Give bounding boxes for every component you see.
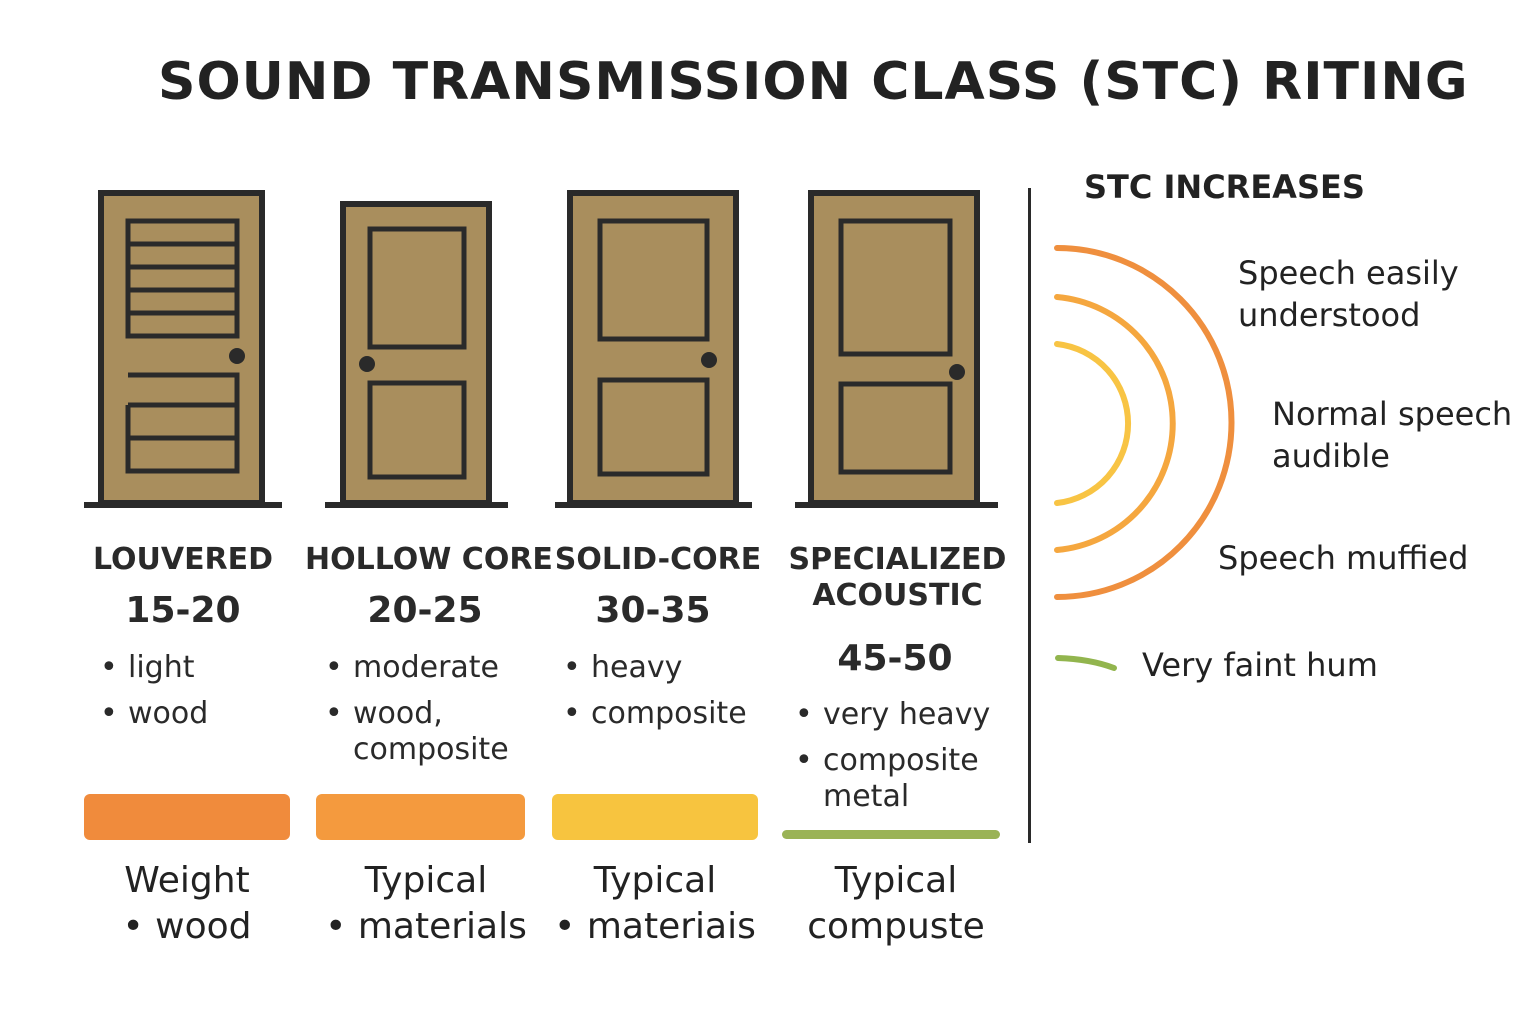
properties-list-solid-core: heavy composite <box>563 650 763 742</box>
bottom-label-line2: • materiais <box>554 906 756 947</box>
bottom-label-line1: Typical <box>364 860 488 901</box>
property-item: wood <box>100 696 290 732</box>
stc-bar-solid-core <box>552 794 758 840</box>
stc-range-solid-core: 30-35 <box>595 590 711 631</box>
stc-range-louvered: 15-20 <box>125 590 241 631</box>
property-item: composite <box>563 696 763 732</box>
level-text-speech-understood: Speech easily understood <box>1238 254 1459 334</box>
property-item: heavy <box>563 650 763 686</box>
level-text-normal-speech: Normal speech audible <box>1272 395 1513 475</box>
hollow-core-door-icon <box>325 201 508 508</box>
properties-list-louvered: light wood <box>100 650 290 742</box>
bottom-label-line2: • wood <box>122 906 252 947</box>
door-name-louvered: LOUVERED <box>92 542 274 577</box>
bottom-label-line1: Weight <box>124 860 250 901</box>
sound-wave-arcs-icon <box>1054 245 1235 671</box>
stc-increases-heading: STC INCREASES <box>1084 168 1365 206</box>
stc-bar-acoustic <box>782 830 1000 839</box>
bottom-label-line1: Typical <box>834 860 958 901</box>
door-name-hollow-core: HOLLOW CORE <box>305 542 553 577</box>
bottom-label-line2: compuste <box>807 906 985 947</box>
property-item: composite metal <box>795 743 1015 815</box>
stc-bar-louvered <box>84 794 290 840</box>
bottom-label-line1: Typical <box>593 860 717 901</box>
property-item: moderate <box>325 650 535 686</box>
panel-divider <box>1028 188 1031 843</box>
bottom-label-acoustic: Typical compuste <box>786 858 1006 950</box>
property-item: very heavy <box>795 697 1015 733</box>
stc-range-acoustic: 45-50 <box>837 638 953 679</box>
stc-range-hollow-core: 20-25 <box>367 590 483 631</box>
properties-list-hollow-core: moderate wood, composite <box>325 650 535 778</box>
bottom-label-hollow-core: Typical • materials <box>316 858 536 950</box>
door-name-solid-core: SOLID-CORE <box>554 542 762 577</box>
page-title: SOUND TRANSMISSION CLASS (STC) RITING <box>158 52 1469 112</box>
louvered-door-icon <box>84 190 282 508</box>
acoustic-door-icon <box>795 190 998 508</box>
level-text-faint-hum: Very faint hum <box>1142 646 1378 684</box>
bottom-label-solid-core: Typical • materiais <box>545 858 765 950</box>
stc-bar-hollow-core <box>316 794 525 840</box>
bottom-label-line2: • materials <box>325 906 527 947</box>
level-text-speech-muffled: Speech muffied <box>1218 539 1469 577</box>
door-name-acoustic: SPECIALIZED ACOUSTIC <box>788 542 1007 613</box>
bottom-label-louvered: Weight • wood <box>84 858 290 950</box>
solid-core-door-icon <box>555 190 752 508</box>
property-item: wood, composite <box>325 696 535 768</box>
property-item: light <box>100 650 290 686</box>
properties-list-acoustic: very heavy composite metal <box>795 697 1015 825</box>
